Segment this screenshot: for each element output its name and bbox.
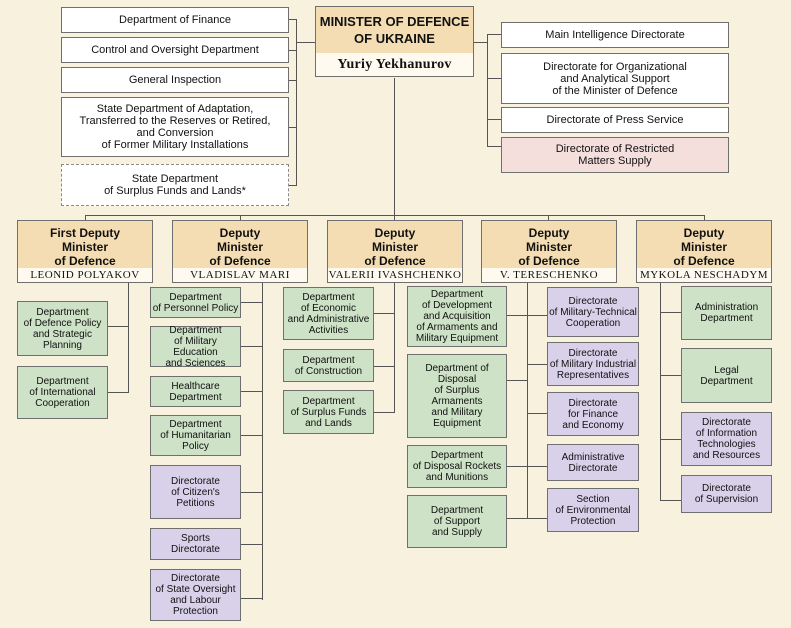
unit-general-inspection: General Inspection (61, 67, 289, 93)
unit-administration: Administration Department (681, 286, 772, 340)
unit-support-supply: Department of Support and Supply (407, 495, 507, 548)
unit-administrative-directorate: Administrative Directorate (547, 444, 639, 481)
unit-supervision: Directorate of Supervision (681, 475, 772, 513)
unit-state-oversight-labour: Directorate of State Oversight and Labou… (150, 569, 241, 621)
unit-disposal-surplus-armaments: Department of Disposal of Surplus Armame… (407, 354, 507, 438)
unit-construction: Department of Construction (283, 349, 374, 382)
unit-sports-directorate: Sports Directorate (150, 528, 241, 560)
unit-economic-admin: Department of Economic and Administrativ… (283, 287, 374, 340)
unit-humanitarian-policy: Department of Humanitarian Policy (150, 415, 241, 456)
deputy-header-2: Deputy Minister of Defence VLADISLAV MAR… (172, 220, 308, 283)
unit-personnel-policy: Department of Personnel Policy (150, 287, 241, 318)
minister-name: Yuriy Yekhanurov (316, 53, 473, 76)
deputy-header-4: Deputy Minister of Defence V. TERESCHENK… (481, 220, 617, 283)
unit-press-service: Directorate of Press Service (501, 107, 729, 133)
deputy-header-3: Deputy Minister of Defence VALERII IVASH… (327, 220, 463, 283)
unit-military-industrial-representatives: Directorate of Military Industrial Repre… (547, 342, 639, 386)
unit-organizational-support: Directorate for Organizational and Analy… (501, 53, 729, 104)
unit-department-of-finance: Department of Finance (61, 7, 289, 33)
unit-legal: Legal Department (681, 348, 772, 403)
minister-box: MINISTER OF DEFENCE OF UKRAINE Yuriy Yek… (315, 6, 474, 77)
unit-environmental-protection: Section of Environmental Protection (547, 488, 639, 532)
unit-citizens-petitions: Directorate of Citizen's Petitions (150, 465, 241, 519)
unit-restricted-matters: Directorate of Restricted Matters Supply (501, 137, 729, 173)
unit-disposal-rockets: Department of Disposal Rockets and Munit… (407, 445, 507, 488)
unit-military-technical-cooperation: Directorate of Military-Technical Cooper… (547, 287, 639, 337)
unit-main-intelligence: Main Intelligence Directorate (501, 22, 729, 48)
unit-state-dept-adaptation: State Department of Adaptation, Transfer… (61, 97, 289, 157)
unit-military-education: Department of Military Education and Sci… (150, 325, 241, 369)
unit-state-dept-surplus: State Department of Surplus Funds and La… (61, 164, 289, 206)
unit-healthcare: Healthcare Department (150, 376, 241, 407)
unit-control-oversight: Control and Oversight Department (61, 37, 289, 63)
deputy-header-1: First Deputy Minister of Defence LEONID … (17, 220, 153, 283)
deputy-header-5: Deputy Minister of Defence MYKOLA NESCHA… (636, 220, 772, 283)
unit-development-acquisition: Department of Development and Acquisitio… (407, 286, 507, 347)
unit-surplus-funds: Department of Surplus Funds and Lands (283, 390, 374, 434)
unit-finance-economy: Directorate for Finance and Economy (547, 392, 639, 436)
unit-defence-policy: Department of Defence Policy and Strateg… (17, 301, 108, 356)
unit-international-cooperation: Department of International Cooperation (17, 366, 108, 419)
minister-title: MINISTER OF DEFENCE OF UKRAINE (319, 14, 470, 46)
unit-information-technologies: Directorate of Information Technologies … (681, 412, 772, 466)
